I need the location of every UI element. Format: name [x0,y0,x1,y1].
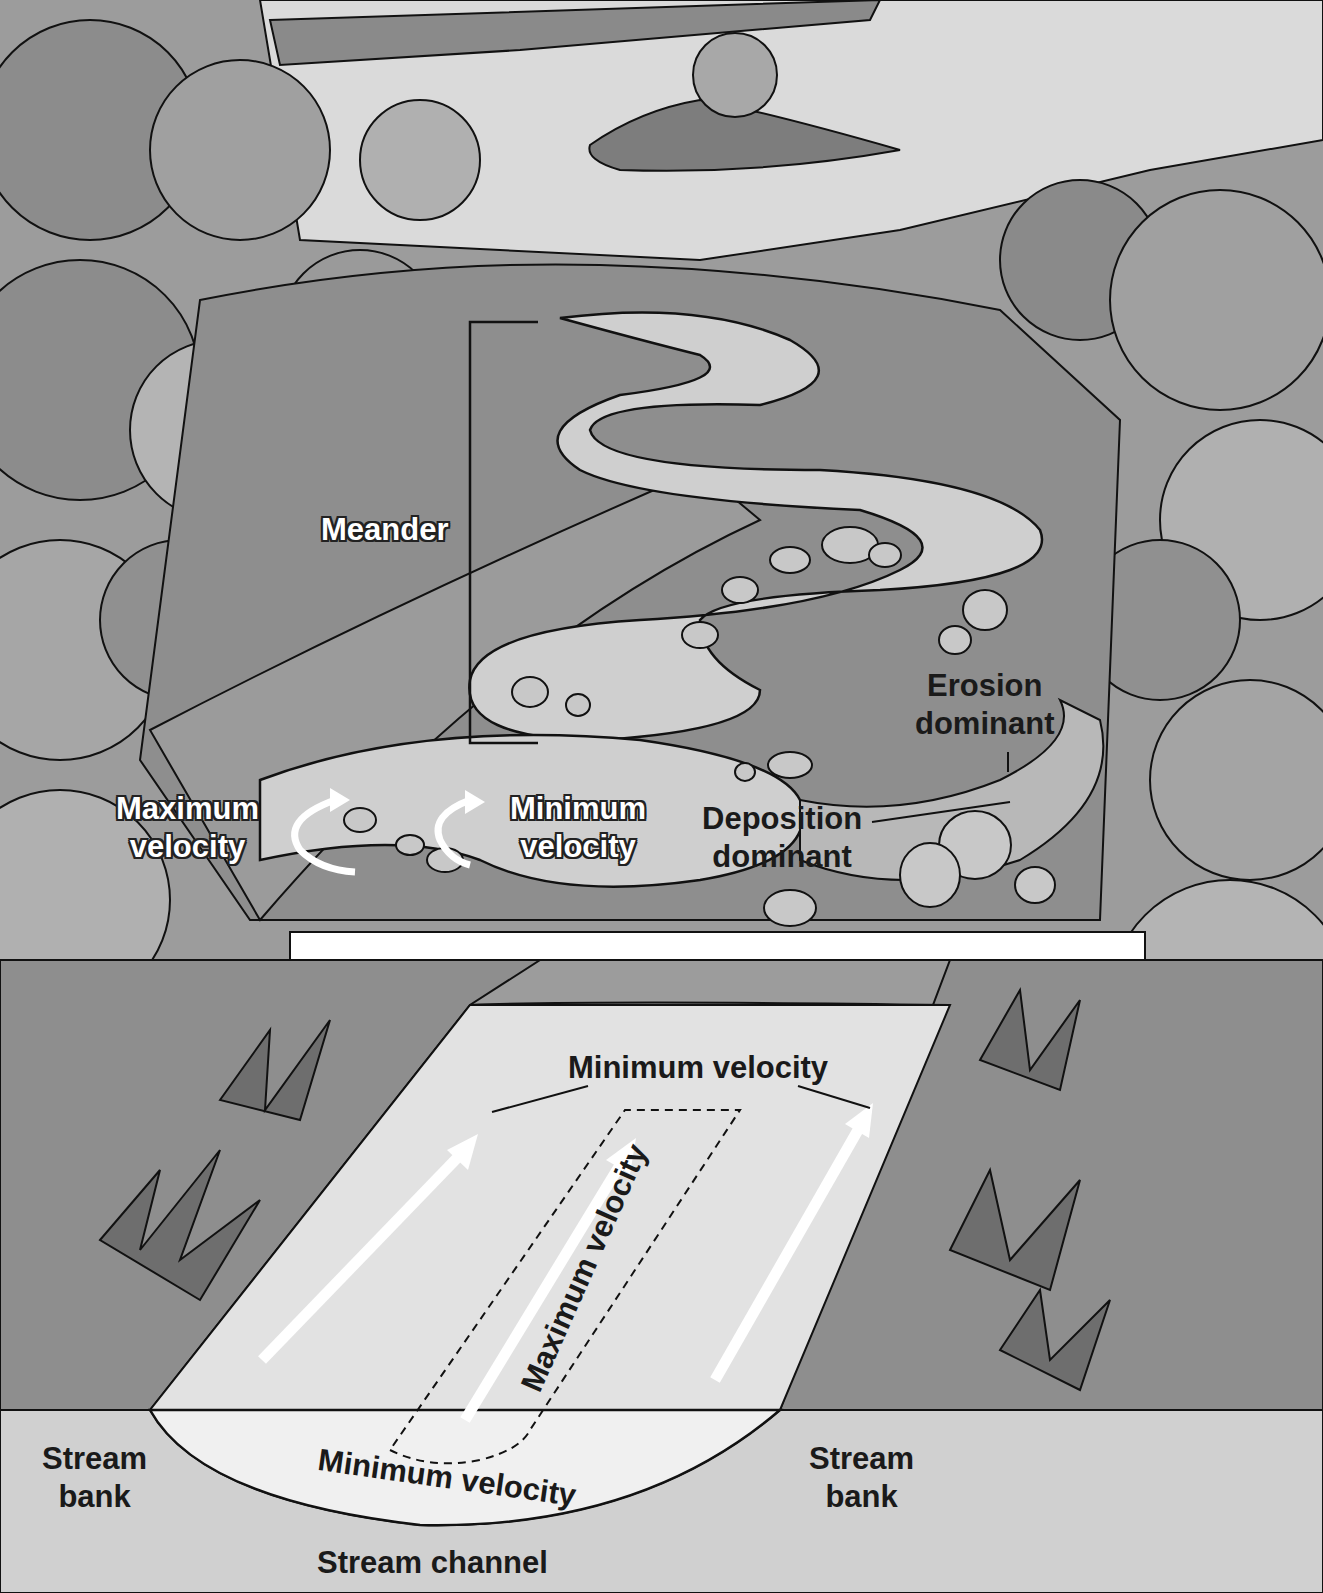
velocity-label: Maximum velocity [116,790,259,866]
velocity-label: Minimum velocity [510,790,646,866]
channel-label: Stream channel [317,1544,548,1582]
erosion-label: Erosion dominant [915,667,1054,743]
bank-label: Stream bank [809,1440,914,1516]
velocity-label: Minimum velocity [568,1049,828,1087]
meander-label: Meander [321,511,448,549]
deposition-label: Deposition dominant [702,800,862,876]
bank-label: Stream bank [42,1440,147,1516]
